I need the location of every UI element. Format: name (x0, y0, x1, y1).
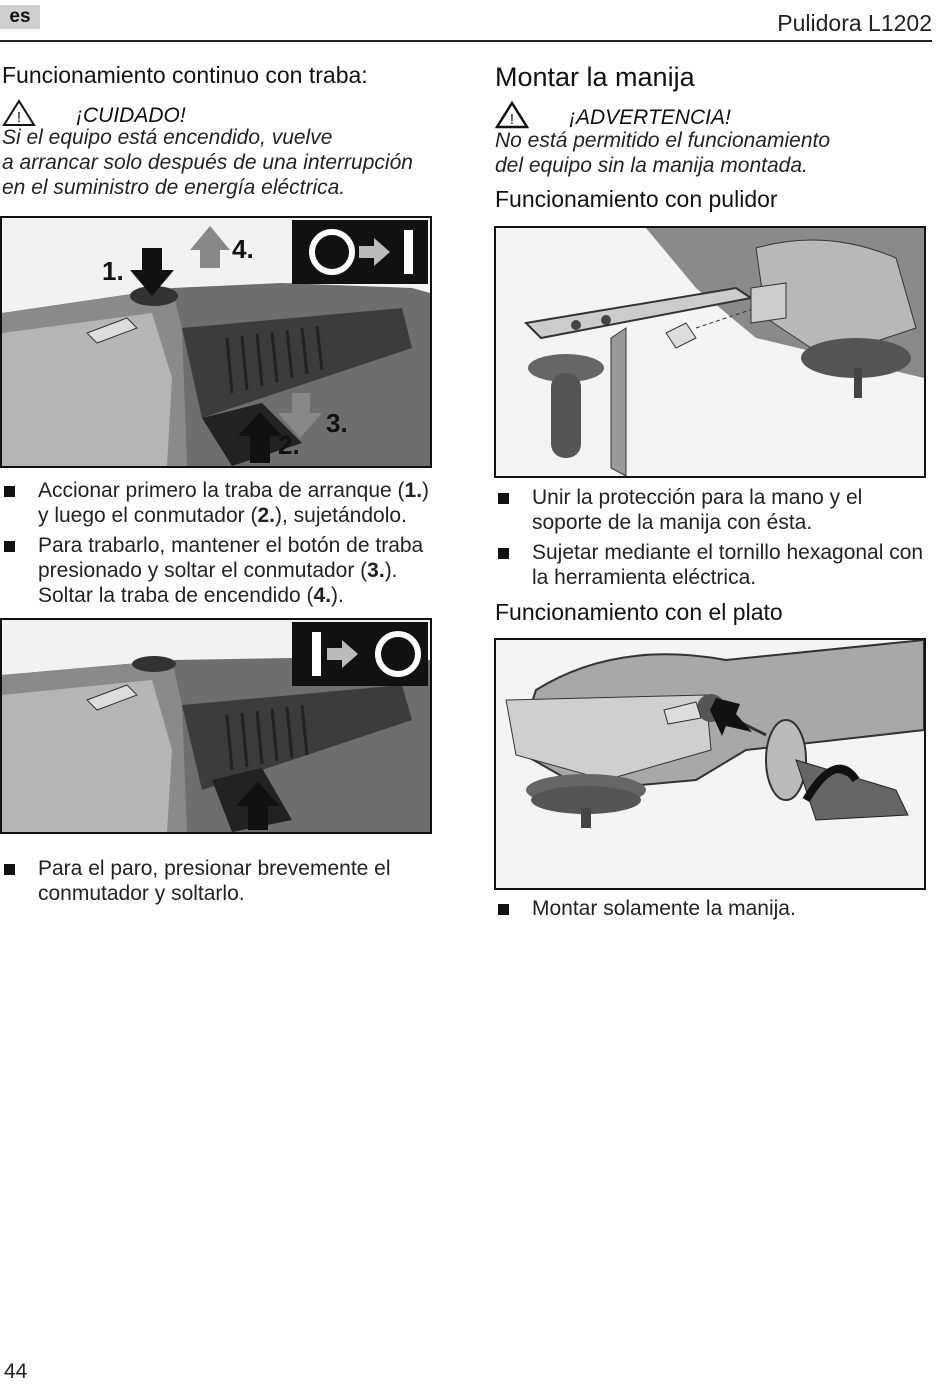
list-item: Para trabarlo, mantener el botón de trab… (2, 533, 432, 608)
header-rule (0, 40, 932, 42)
caution-line: a arrancar solo después de una interrupc… (2, 151, 413, 174)
step-label-2: 2. (278, 430, 300, 460)
caution-row: ! ¡CUIDADO! (2, 99, 186, 132)
list-item: Para el paro, presionar brevemente el co… (2, 856, 432, 906)
svg-text:!: ! (17, 109, 21, 126)
page-number: 44 (4, 1360, 28, 1383)
svg-text:!: ! (510, 111, 514, 128)
warning-line: No está permitido el funcionamiento (495, 129, 831, 152)
figure-polisher-handle (494, 226, 926, 478)
warning-line: del equipo sin la manija montada. (495, 154, 808, 177)
subheading-polisher: Funcionamiento con pulidor (495, 186, 778, 212)
step-label-3: 3. (326, 408, 348, 438)
caution-line: en el suministro de energía eléctrica. (2, 176, 346, 199)
list-item: Accionar primero la traba de arranque (1… (2, 478, 432, 528)
list-item: Unir la protección para la mano y el sop… (496, 485, 936, 535)
document-title: Pulidora L1202 (777, 10, 932, 36)
list-item: Sujetar mediante el tornillo hexagonal c… (496, 540, 936, 590)
bullet-list-plate: Montar solamente la manija. (496, 896, 936, 926)
list-item: Montar solamente la manija. (496, 896, 936, 921)
step-label-1: 1. (102, 256, 124, 286)
warning-title: ¡ADVERTENCIA! (569, 105, 731, 129)
figure-plate-handle (494, 638, 926, 890)
bullet-list-stop: Para el paro, presionar brevemente el co… (2, 856, 432, 911)
bullet-list-polisher: Unir la protección para la mano y el sop… (496, 485, 936, 595)
warning-triangle-icon: ! (2, 99, 36, 132)
bullet-list-switch: Accionar primero la traba de arranque (1… (2, 478, 432, 613)
warning-row: ! ¡ADVERTENCIA! (494, 100, 731, 134)
step-label-4: 4. (232, 234, 254, 264)
language-tag: es (0, 5, 40, 29)
caution-line: Si el equipo está encendido, vuelve (2, 126, 333, 149)
figure-switch-off (0, 618, 432, 834)
caution-text: Si el equipo está encendido, vuelve a ar… (2, 125, 452, 200)
right-heading: Montar la manija (495, 62, 695, 92)
subheading-plate: Funcionamiento con el plato (495, 599, 783, 625)
left-heading: Funcionamiento continuo con traba: (2, 62, 368, 88)
caution-title: ¡CUIDADO! (76, 103, 186, 127)
warning-text: No está permitido el funcionamiento del … (495, 128, 925, 178)
figure-switch-lock: 1. 4. 2. 3. (0, 216, 432, 468)
warning-triangle-icon: ! (494, 100, 530, 134)
